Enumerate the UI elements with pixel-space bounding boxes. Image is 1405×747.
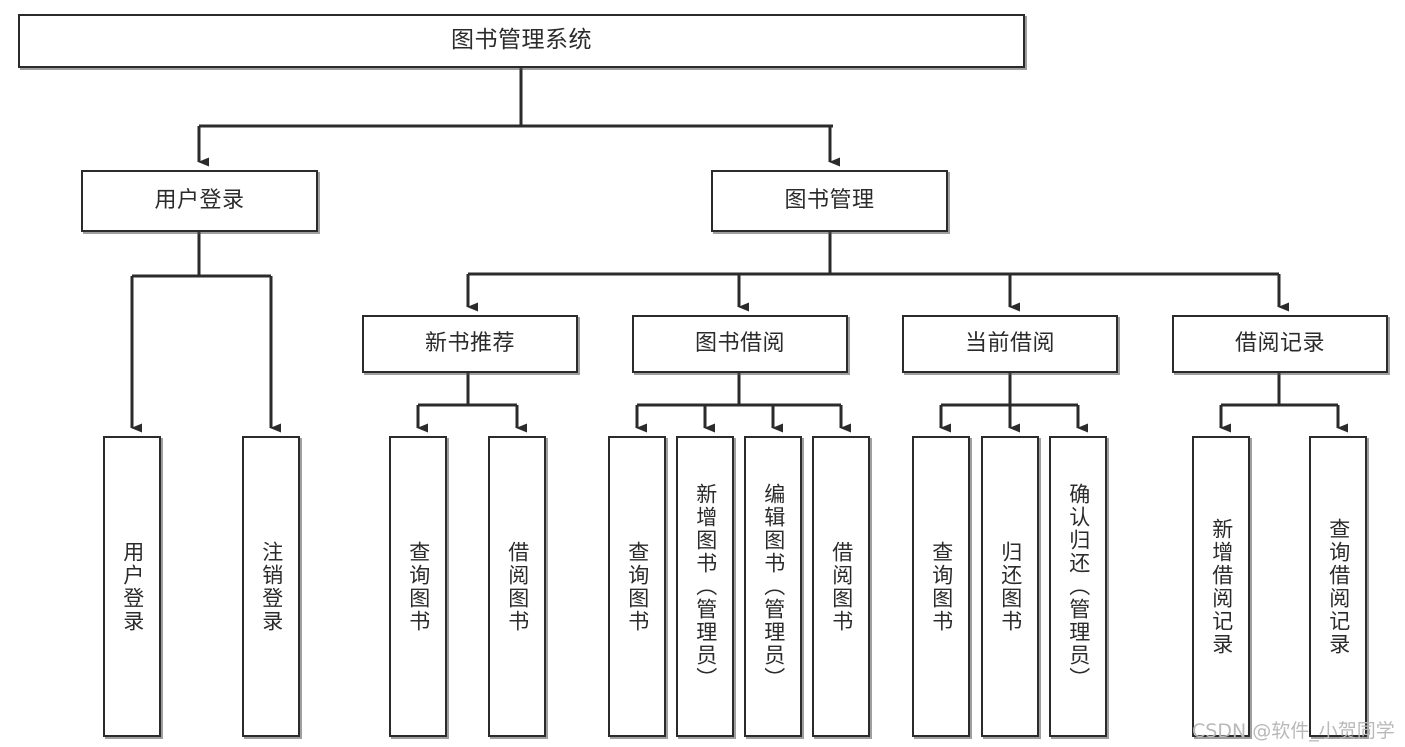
node-root-book-management-system[interactable]: 图书管理系统 (18, 14, 1025, 68)
node-leaf-query-book-current[interactable]: 查询图书 (912, 436, 970, 737)
node-leaf-borrow-book-rec[interactable]: 借阅图书 (488, 436, 546, 737)
node-label: 新书推荐 (424, 331, 515, 357)
node-label: 用户登录 (120, 540, 145, 633)
node-book-borrowing[interactable]: 图书借阅 (632, 315, 848, 373)
node-label: 确认归还（管理员） (1066, 483, 1091, 690)
node-leaf-edit-book-admin[interactable]: 编辑图书（管理员） (744, 436, 802, 737)
node-leaf-user-login[interactable]: 用户登录 (103, 436, 161, 737)
node-label: 图书管理 (784, 188, 875, 214)
node-label: 用户登录 (154, 188, 245, 214)
node-leaf-borrow-book[interactable]: 借阅图书 (812, 436, 870, 737)
node-label: 当前借阅 (964, 331, 1055, 357)
node-label: 图书管理系统 (451, 27, 592, 54)
node-label: 编辑图书（管理员） (761, 483, 786, 690)
node-label: 借阅图书 (829, 540, 854, 633)
node-label: 注销登录 (259, 540, 284, 633)
node-leaf-query-borrow-record[interactable]: 查询借阅记录 (1309, 436, 1367, 737)
node-leaf-query-book-borrow[interactable]: 查询图书 (608, 436, 666, 737)
csdn-watermark: CSDN @软件_小贺同学 (1192, 720, 1395, 742)
node-label: 新增借阅记录 (1209, 517, 1234, 656)
node-leaf-query-book-rec[interactable]: 查询图书 (389, 436, 447, 737)
node-label: 新增图书（管理员） (693, 483, 718, 690)
node-leaf-return-book[interactable]: 归还图书 (981, 436, 1039, 737)
node-borrowing-record[interactable]: 借阅记录 (1172, 315, 1388, 373)
node-label: 查询图书 (625, 540, 650, 633)
node-label: 归还图书 (998, 540, 1023, 633)
node-label: 借阅图书 (505, 540, 530, 633)
node-leaf-confirm-return-admin[interactable]: 确认归还（管理员） (1049, 436, 1107, 737)
node-label: 查询图书 (406, 540, 431, 633)
node-book-management[interactable]: 图书管理 (711, 170, 948, 232)
node-leaf-logout[interactable]: 注销登录 (242, 436, 300, 737)
node-current-borrowing[interactable]: 当前借阅 (902, 315, 1118, 373)
node-label: 查询借阅记录 (1326, 517, 1351, 656)
node-leaf-add-borrow-record[interactable]: 新增借阅记录 (1192, 436, 1250, 737)
node-label: 借阅记录 (1234, 331, 1325, 357)
node-user-login[interactable]: 用户登录 (81, 170, 318, 232)
node-label: 查询图书 (929, 540, 954, 633)
node-label: 图书借阅 (694, 331, 785, 357)
node-new-book-recommendation[interactable]: 新书推荐 (362, 315, 578, 373)
node-leaf-add-book-admin[interactable]: 新增图书（管理员） (676, 436, 734, 737)
